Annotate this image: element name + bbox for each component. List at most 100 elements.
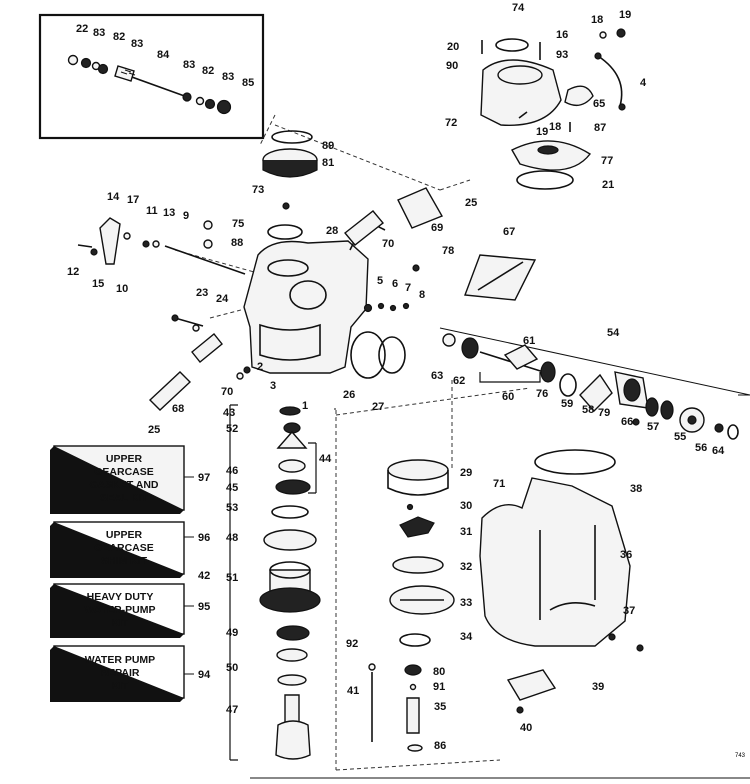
part-label-60: 60 — [502, 391, 514, 403]
kit-95-line-2: WATER-PUMP — [85, 604, 156, 616]
inset-part-labels: 22 83 82 83 84 83 82 83 85 — [76, 23, 254, 89]
kit-94-ref: 94 — [198, 669, 211, 681]
part-label-6: 6 — [392, 278, 398, 290]
part-label-92: 92 — [346, 638, 358, 650]
inset-label-82: 82 — [202, 65, 214, 77]
part-label-91: 91 — [433, 681, 445, 693]
part-label-42: 42 — [198, 570, 210, 582]
inset-label-83: 83 — [183, 59, 195, 71]
part-label-24: 24 — [216, 293, 229, 305]
part-label-68: 68 — [172, 403, 184, 415]
kit-95-line-3: KIT — [112, 617, 130, 629]
kit-94-line-1: WATER PUMP — [85, 654, 155, 666]
part-label-61: 61 — [523, 335, 535, 347]
part-label-65: 65 — [593, 98, 605, 110]
part-label-34: 34 — [460, 631, 473, 643]
kit-95-line-1: HEAVY DUTY — [87, 591, 154, 603]
part-label-71: 71 — [493, 478, 505, 490]
part-label-79: 79 — [598, 407, 610, 419]
part-label-39: 39 — [592, 681, 604, 693]
part-label-25: 25 — [465, 197, 477, 209]
part-label-36: 36 — [620, 549, 632, 561]
inset-shift-assembly — [38, 13, 265, 140]
part-label-30: 30 — [460, 500, 472, 512]
part-label-73: 73 — [252, 184, 264, 196]
kit-94-line-2: REPAIR — [101, 667, 140, 679]
part-label-88: 88 — [231, 237, 243, 249]
part-label-12: 12 — [67, 266, 79, 278]
kit-95-ref: 95 — [198, 601, 210, 613]
inset-label-82: 82 — [113, 31, 125, 43]
kit-96-line-3: SHIM KIT — [101, 555, 148, 567]
part-label-41: 41 — [347, 685, 359, 697]
part-label-81: 81 — [322, 157, 334, 169]
kit-97-line-1: UPPER — [106, 453, 143, 465]
part-label-7: 7 — [405, 282, 411, 294]
part-label-53: 53 — [226, 502, 238, 514]
part-label-87: 87 — [594, 122, 606, 134]
reverse-gear-group — [335, 327, 750, 440]
part-label-9: 9 — [183, 210, 189, 222]
kit-97-line-4: SEAL KIT — [100, 492, 148, 504]
part-label-17: 17 — [127, 194, 139, 206]
inset-label-85: 85 — [242, 77, 254, 89]
inset-label-83: 83 — [222, 71, 234, 83]
part-label-1: 1 — [302, 400, 308, 412]
part-label-37: 37 — [623, 605, 635, 617]
kit-96-line-1: UPPER — [106, 529, 143, 541]
part-label-21: 21 — [602, 179, 614, 191]
part-label-16: 16 — [556, 29, 568, 41]
part-label-74: 74 — [512, 2, 525, 14]
part-label-32: 32 — [460, 561, 472, 573]
part-label-44: 44 — [319, 453, 332, 465]
part-label-46: 46 — [226, 465, 238, 477]
part-label-47: 47 — [226, 704, 238, 716]
part-label-4: 4 — [640, 77, 647, 89]
part-label-52: 52 — [226, 423, 238, 435]
part-label-55: 55 — [674, 431, 686, 443]
part-label-14: 14 — [107, 191, 120, 203]
part-label-62: 62 — [453, 375, 465, 387]
part-label-27: 27 — [372, 401, 384, 413]
water-pump-parts — [335, 380, 501, 771]
part-label-58: 58 — [582, 404, 594, 416]
part-label-51: 51 — [226, 572, 238, 584]
part-label-89: 89 — [322, 140, 334, 152]
part-label-15: 15 — [92, 278, 104, 290]
part-label-66: 66 — [621, 416, 633, 428]
part-label-69: 69 — [431, 222, 443, 234]
part-label-48: 48 — [226, 532, 238, 544]
inset-label-83: 83 — [93, 27, 105, 39]
kit-96-line-2: GEARCASE — [94, 542, 154, 554]
inset-label-84: 84 — [157, 49, 170, 61]
part-label-28: 28 — [326, 225, 338, 237]
part-label-19: 19 — [619, 9, 631, 21]
top-cover-assembly — [480, 28, 626, 190]
kit-97-line-3: GASKET AND — [89, 479, 158, 491]
drive-shaft-stack — [229, 404, 321, 761]
exhaust-housing — [334, 408, 644, 714]
part-label-25: 25 — [148, 424, 160, 436]
inset-label-22: 22 — [76, 23, 88, 35]
part-label-23: 23 — [196, 287, 208, 299]
inset-label-83: 83 — [131, 38, 143, 50]
part-label-75: 75 — [232, 218, 244, 230]
kit-box-heavy-duty-pump: HEAVY DUTY WATER-PUMP KIT 95 — [50, 583, 210, 638]
part-label-19: 19 — [536, 126, 548, 138]
part-label-8: 8 — [419, 289, 425, 301]
part-label-67: 67 — [503, 226, 515, 238]
part-label-64: 64 — [712, 445, 725, 457]
part-label-78: 78 — [442, 245, 454, 257]
part-label-29: 29 — [460, 467, 472, 479]
part-label-18: 18 — [549, 121, 561, 133]
kit-94-line-3: KIT — [112, 680, 130, 692]
kit-box-shim: UPPER GEARCASE SHIM KIT 96 — [50, 521, 210, 578]
part-label-72: 72 — [445, 117, 457, 129]
part-label-50: 50 — [226, 662, 238, 674]
part-label-18: 18 — [591, 14, 603, 26]
part-label-11: 11 — [146, 205, 158, 217]
part-label-35: 35 — [434, 701, 446, 713]
part-label-20: 20 — [447, 41, 459, 53]
part-label-2: 2 — [257, 361, 263, 373]
part-label-54: 54 — [607, 327, 620, 339]
